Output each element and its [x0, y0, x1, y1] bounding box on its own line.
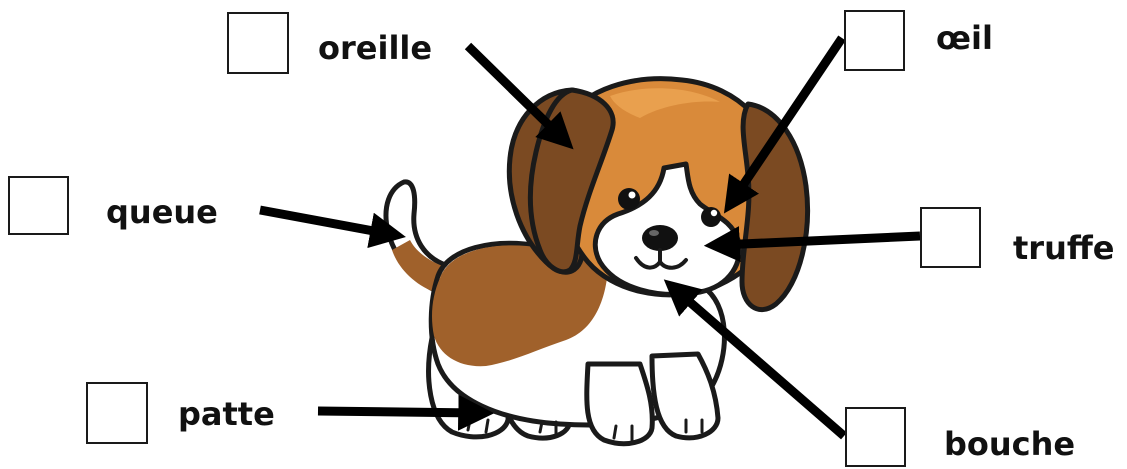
label-queue: queue [106, 193, 218, 231]
puppy-front-leg-left [584, 361, 655, 446]
label-patte: patte [178, 395, 275, 433]
label-truffe: truffe [1013, 229, 1115, 267]
label-oreille: oreille [318, 29, 433, 67]
puppy-front-leg-right [649, 351, 721, 441]
arrow-oreille [464, 42, 574, 150]
arrow-bouche [663, 279, 847, 440]
label-oeil: œil [936, 19, 993, 57]
checkbox-truffe[interactable] [920, 207, 981, 268]
checkbox-patte[interactable] [86, 382, 148, 444]
label-bouche: bouche [944, 425, 1076, 463]
puppy-nose [642, 225, 678, 251]
checkbox-queue[interactable] [8, 176, 69, 235]
arrow-oeil [723, 35, 846, 214]
arrow-truffe [703, 226, 921, 263]
checkbox-oeil[interactable] [844, 10, 905, 71]
checkbox-oreille[interactable] [227, 12, 289, 74]
arrow-patte [317, 394, 495, 431]
puppy-tail-patch [392, 240, 448, 292]
puppy-body-patch [432, 245, 608, 367]
checkbox-bouche[interactable] [845, 407, 906, 467]
puppy-eyes [618, 188, 721, 227]
arrow-queue [259, 205, 406, 249]
puppy-mouth [634, 248, 688, 270]
